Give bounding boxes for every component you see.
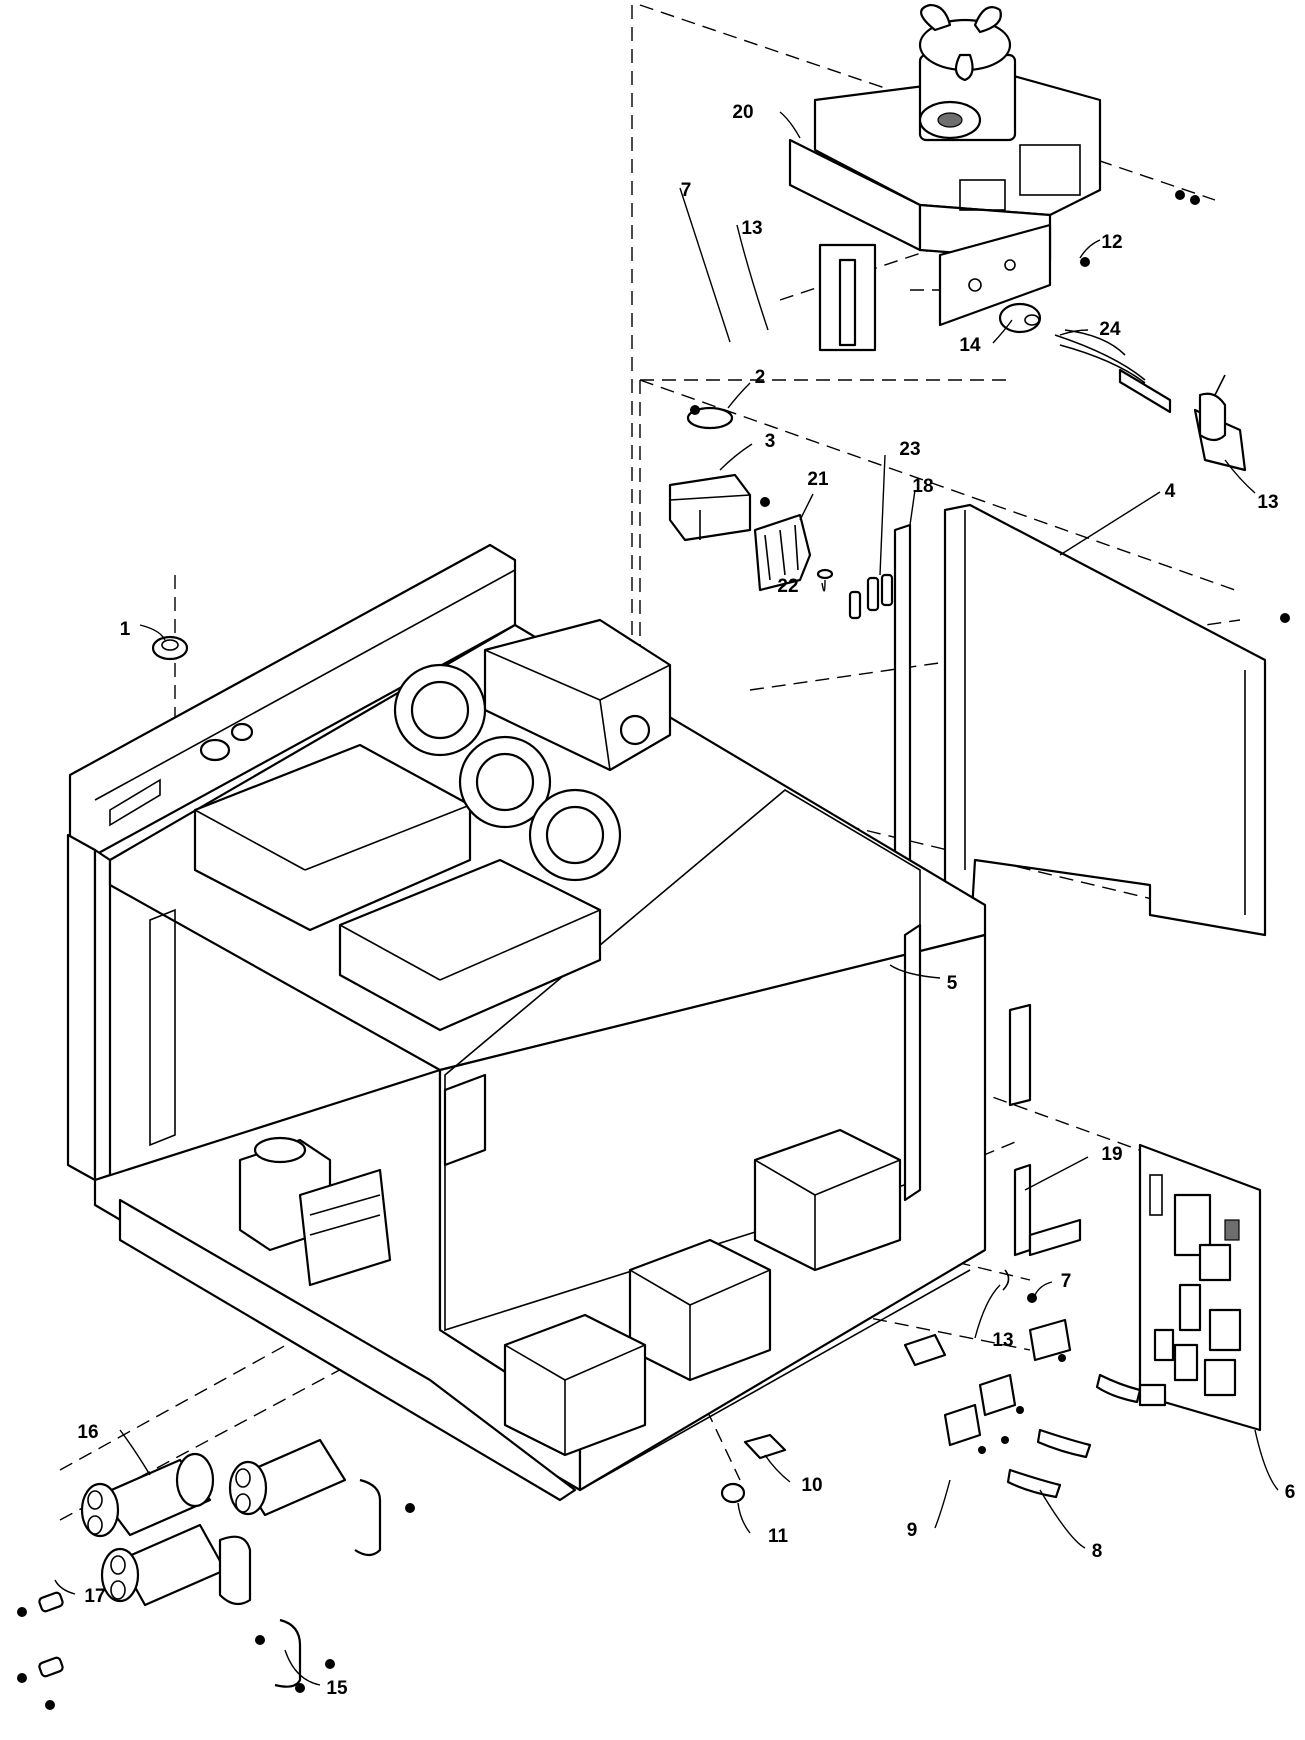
seal-part-19 — [1008, 1003, 1082, 1257]
callout-7-upper: 7 — [681, 180, 692, 201]
clamp-part-2 — [686, 405, 734, 430]
main-chassis — [66, 543, 987, 1502]
callout-13-upper: 13 — [741, 218, 762, 239]
line-cord-assembly — [998, 302, 1247, 472]
magnetron-fan-assembly — [788, 3, 1102, 352]
lower-right-hardware — [943, 1269, 1142, 1499]
callout-17: 17 — [84, 1586, 105, 1607]
seal-part-18 — [893, 523, 912, 877]
callout-19: 19 — [1101, 1144, 1122, 1165]
clips-parts-10-11 — [720, 1333, 947, 1504]
callout-13-right: 13 — [1257, 492, 1278, 513]
callout-11: 11 — [768, 1526, 789, 1547]
callout-labels: 1 2 3 4 5 6 7 7 8 9 10 11 12 13 13 13 14… — [77, 102, 1295, 1699]
callout-16: 16 — [77, 1422, 98, 1443]
terminal-block-part-21 — [753, 513, 812, 592]
callout-leader-lines — [54, 111, 1279, 1686]
callout-22: 22 — [777, 576, 798, 597]
callout-3: 3 — [765, 431, 776, 452]
callout-20: 20 — [732, 102, 753, 123]
capacitor-assembly — [17, 1438, 415, 1710]
callout-6: 6 — [1285, 1482, 1296, 1503]
callout-14: 14 — [959, 335, 981, 356]
control-board-part-6 — [1138, 1143, 1262, 1432]
callout-23: 23 — [899, 439, 920, 460]
fuses-parts-22-23 — [816, 568, 894, 620]
callout-2: 2 — [755, 367, 766, 388]
callout-24: 24 — [1099, 319, 1121, 340]
callout-12: 12 — [1101, 232, 1122, 253]
grommet-part-1 — [151, 635, 189, 661]
callout-1: 1 — [120, 619, 131, 640]
relay-part-3 — [668, 473, 770, 542]
callout-13-lower: 13 — [992, 1330, 1013, 1351]
callout-9: 9 — [907, 1520, 918, 1541]
callout-21: 21 — [807, 469, 829, 490]
callout-15: 15 — [326, 1678, 348, 1699]
callout-10: 10 — [801, 1475, 822, 1496]
callout-8: 8 — [1092, 1541, 1103, 1562]
callout-4: 4 — [1165, 481, 1176, 502]
screws-top-right — [1080, 190, 1200, 267]
callout-5: 5 — [947, 973, 958, 994]
side-panel-part-4 — [943, 503, 1290, 952]
callout-18: 18 — [912, 476, 933, 497]
callout-7-lower: 7 — [1061, 1271, 1072, 1292]
